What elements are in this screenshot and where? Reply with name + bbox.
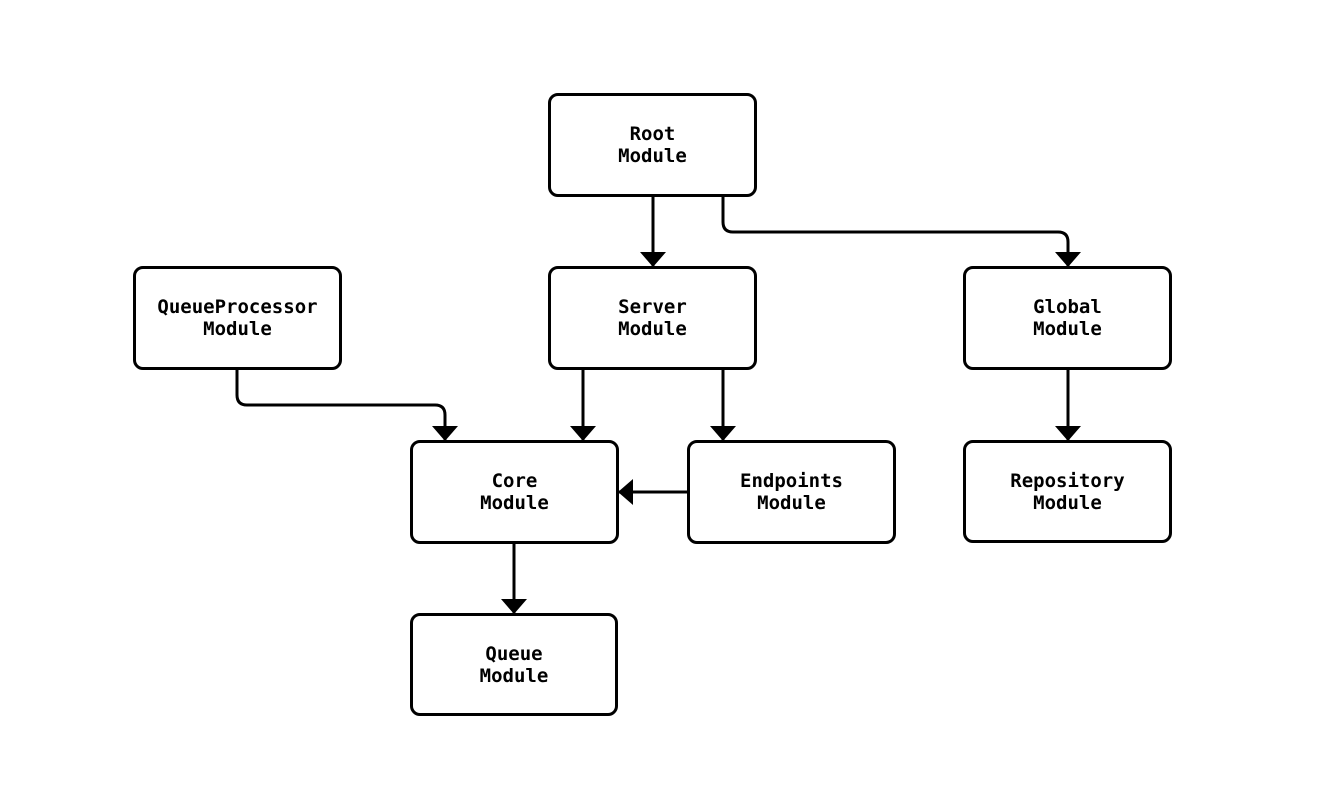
edge-root-module-to-global-module <box>721 197 1081 267</box>
node-label-endpoints-module: Endpoints Module <box>740 470 843 514</box>
node-repository-module: Repository Module <box>963 440 1172 543</box>
node-endpoints-module: Endpoints Module <box>687 440 896 544</box>
node-label-root-module: Root Module <box>618 123 687 167</box>
node-label-global-module: Global Module <box>1033 296 1102 340</box>
node-core-module: Core Module <box>410 440 619 544</box>
edge-queueprocessor-module-to-core-module <box>235 370 458 441</box>
node-queue-module: Queue Module <box>410 613 618 716</box>
node-label-queueprocessor-module: QueueProcessor Module <box>157 296 318 340</box>
node-root-module: Root Module <box>548 93 757 197</box>
node-label-core-module: Core Module <box>480 470 549 514</box>
node-queueprocessor-module: QueueProcessor Module <box>133 266 342 370</box>
node-server-module: Server Module <box>548 266 757 370</box>
node-label-server-module: Server Module <box>618 296 687 340</box>
node-global-module: Global Module <box>963 266 1172 370</box>
node-label-queue-module: Queue Module <box>479 642 549 687</box>
edge-group <box>235 197 1081 614</box>
node-label-repository-module: Repository Module <box>1010 469 1125 514</box>
